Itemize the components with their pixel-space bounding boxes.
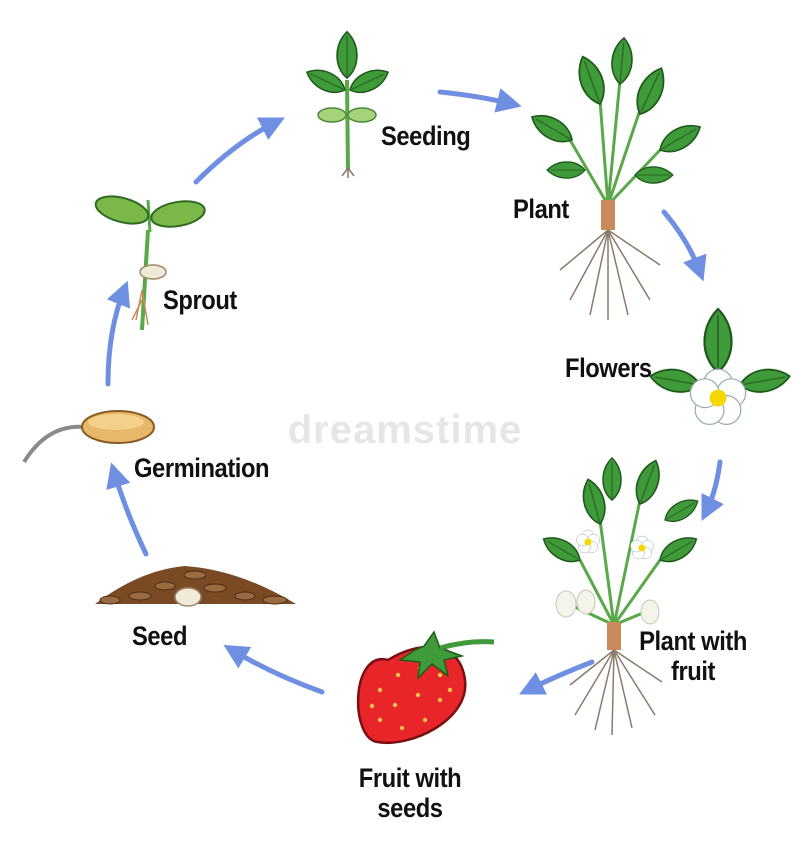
plant-with-fruit-illustration xyxy=(538,456,703,736)
arrow-seed-to-germination xyxy=(106,462,149,557)
stage-label-plant: Plant xyxy=(513,194,569,224)
stage-label-seeding: Seeding xyxy=(381,121,471,151)
flowers-illustration xyxy=(647,307,793,425)
stage-label-fruit-with-seeds: Fruit with seeds xyxy=(358,763,462,823)
arrow-fruit-plant-to-fruit xyxy=(519,659,595,695)
stage-label-seed: Seed xyxy=(132,621,188,651)
stage-label-sprout: Sprout xyxy=(163,285,237,315)
stage-label-flowers: Flowers xyxy=(565,353,652,383)
germination-illustration xyxy=(22,410,155,464)
stage-label-plant-with-fruit: Plant with fruit xyxy=(639,626,747,686)
sprout-illustration xyxy=(94,195,206,331)
arrow-germination-to-sprout xyxy=(105,280,131,387)
strawberry-illustration xyxy=(356,630,495,745)
arrow-fruit-to-seed xyxy=(223,644,325,695)
cycle-arrows xyxy=(105,88,724,695)
arrow-flowers-to-fruit-plant xyxy=(701,459,724,521)
stage-label-germination: Germination xyxy=(134,453,270,483)
seeding-illustration xyxy=(302,30,393,178)
watermark: dreamstime xyxy=(287,408,523,452)
arrow-sprout-to-seeding xyxy=(193,117,285,185)
seed-pile-illustration xyxy=(95,566,296,607)
arrow-plant-to-flowers xyxy=(661,209,707,282)
plant-illustration xyxy=(526,36,706,320)
arrow-seeding-to-plant xyxy=(437,88,522,113)
